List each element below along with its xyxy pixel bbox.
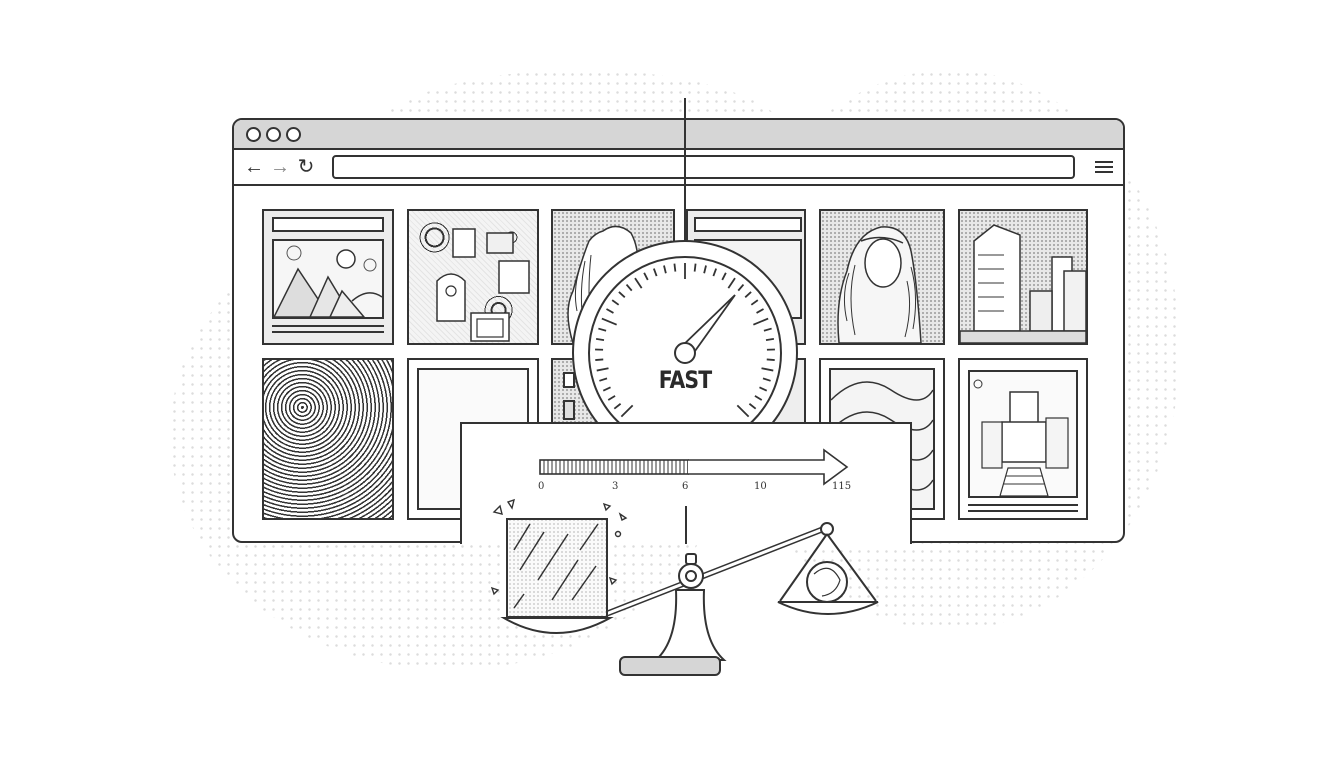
city-buildings-art [960, 224, 1086, 343]
landscape-image [272, 239, 384, 319]
gallery-tile-palace[interactable] [958, 358, 1088, 520]
browser-navbar: ← → ↻ [234, 150, 1123, 186]
left-pan [500, 617, 614, 634]
window-minimize-control[interactable] [266, 126, 281, 142]
portrait-woman-art [837, 226, 922, 343]
window-close-control[interactable] [246, 126, 261, 142]
scale-label-3: 3 [612, 481, 619, 492]
balance-scale-icon [490, 498, 879, 676]
gauge-hub [674, 342, 696, 364]
window-maximize-control[interactable] [286, 126, 301, 142]
gauge-dial-icon [588, 256, 782, 450]
gallery-tile-city[interactable] [958, 209, 1088, 345]
connector-line-top [684, 98, 686, 243]
scale-stand [653, 589, 727, 661]
block-hatching [513, 523, 599, 609]
gallery-tile-portrait-2[interactable] [819, 209, 945, 345]
right-pan [777, 601, 879, 615]
mountains-icon [272, 245, 383, 318]
collage-art [436, 228, 530, 342]
hamburger-menu-icon[interactable] [1095, 161, 1113, 173]
browser-titlebar [234, 120, 1123, 150]
scale-base [619, 656, 721, 676]
scale-label-10: 10 [754, 481, 767, 492]
gauge-label: FAST [658, 366, 712, 394]
forward-arrow-icon[interactable]: → [270, 156, 290, 178]
progress-arrow-icon [539, 448, 849, 544]
palace-art [973, 379, 1069, 497]
back-arrow-icon[interactable]: ← [244, 156, 264, 178]
debris-particles [490, 498, 628, 596]
scale-label-115: 115 [832, 481, 852, 492]
scale-label-6: 6 [682, 481, 689, 492]
gallery-tile-doodle[interactable] [262, 358, 394, 520]
gallery-tile-landscape[interactable] [262, 209, 394, 345]
gallery-tile-geometric-collage[interactable] [407, 209, 539, 345]
address-bar[interactable] [332, 155, 1075, 179]
scale-label-0: 0 [538, 481, 545, 492]
reload-icon[interactable]: ↻ [297, 156, 315, 178]
